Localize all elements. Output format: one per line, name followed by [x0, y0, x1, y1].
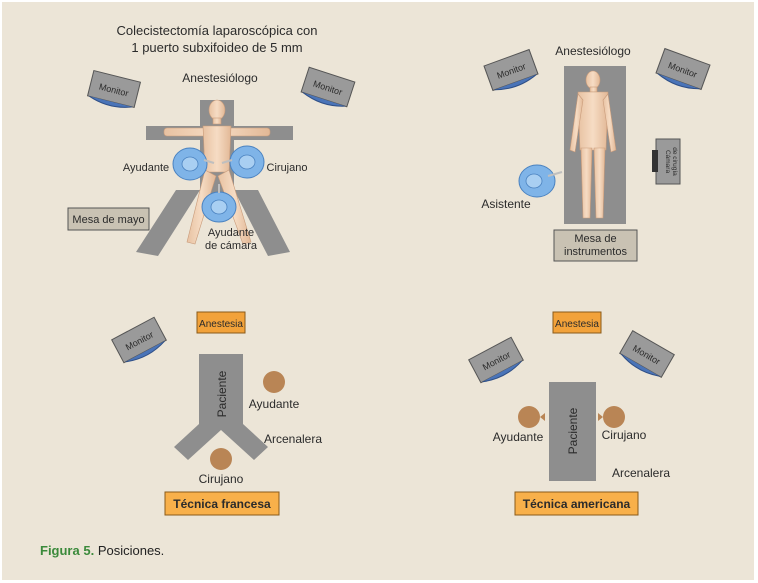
figure-caption-text: Posiciones. [97, 543, 165, 558]
anesthesia-label: Anestesia [199, 319, 243, 330]
camera-assistant-label-2: de cámara [205, 240, 258, 252]
camera-assistant-figure [201, 184, 237, 223]
monitor-left: Monitor [468, 336, 524, 384]
title-line-1: Colecistectomía laparoscópica con [117, 23, 318, 38]
anesthesia-label: Anestesia [555, 319, 599, 330]
technique-label: Técnica americana [523, 497, 631, 511]
panel-4-american-technique: Anestesia Monitor Monitor Paciente Ayuda… [468, 311, 675, 516]
surgeon-label: Cirujano [602, 428, 647, 442]
assistant-pointer [540, 413, 545, 421]
surgeon-dot [603, 406, 625, 428]
technique-box: Técnica americana [514, 491, 639, 516]
surgeon-figure [221, 145, 265, 179]
camera-label-2: de cirugía [671, 147, 678, 176]
assistant-label: Ayudante [493, 430, 544, 444]
patient-label: Paciente [215, 370, 229, 417]
assistant-label: Ayudante [249, 397, 300, 411]
figure-number: Figura 5. [40, 543, 95, 558]
surgical-camera: Cámara de cirugía [652, 138, 681, 185]
surgeon-pointer [598, 413, 603, 421]
patient-label: Paciente [566, 407, 580, 454]
panel-3-french-technique: Monitor Anestesia Paciente Ayudante Arce… [111, 311, 322, 516]
monitor-left: Monitor [86, 69, 142, 109]
instruments-label-1: Mesa de [574, 233, 616, 245]
surgeon-dot [210, 448, 232, 470]
mayo-table: Mesa de mayo [67, 207, 150, 231]
assistant-label: Ayudante [123, 162, 169, 174]
monitor-right: Monitor [619, 330, 675, 378]
anesthesiologist-label: Anestesiólogo [555, 44, 631, 58]
camera-assistant-label-1: Ayudante [208, 227, 254, 239]
operating-table [174, 354, 268, 460]
assistant-figure [518, 164, 563, 198]
surgeon-label: Cirujano [199, 472, 244, 486]
instruments-label-2: instrumentos [564, 246, 627, 258]
anesthesiologist-label: Anestesiólogo [182, 71, 258, 85]
mayo-table-label: Mesa de mayo [72, 214, 144, 226]
patient-figure [569, 70, 617, 219]
panel-1-laparoscopic-cholecystectomy: Monitor Monitor Anestesiólogo [67, 66, 356, 256]
assistant-dot [518, 406, 540, 428]
technique-box: Técnica francesa [164, 491, 280, 516]
assistant-figure [172, 147, 215, 181]
operating-table [549, 382, 596, 481]
assistant-label: Asistente [481, 197, 531, 211]
scrub-nurse-label: Arcenalera [612, 466, 670, 480]
instruments-table: Mesa de instrumentos [553, 229, 638, 262]
monitor-right: Monitor [655, 47, 711, 91]
monitor: Monitor [111, 316, 167, 364]
anesthesia-box: Anestesia [196, 311, 246, 334]
scrub-nurse-label: Arcenalera [264, 432, 322, 446]
camera-label-1: Cámara [664, 150, 671, 174]
title-line-2: 1 puerto subxifoideo de 5 mm [131, 40, 302, 55]
assistant-dot [263, 371, 285, 393]
technique-label: Técnica francesa [173, 497, 271, 511]
monitor-left: Monitor [483, 48, 539, 92]
figure-caption: Figura 5. Posiciones. [40, 543, 164, 558]
anesthesia-box: Anestesia [552, 311, 602, 334]
panel-2-standard-layout: Anestesiólogo Monitor Monitor Asisten [481, 44, 711, 262]
monitor-right: Monitor [300, 66, 356, 108]
surgeon-label: Cirujano [267, 162, 308, 174]
